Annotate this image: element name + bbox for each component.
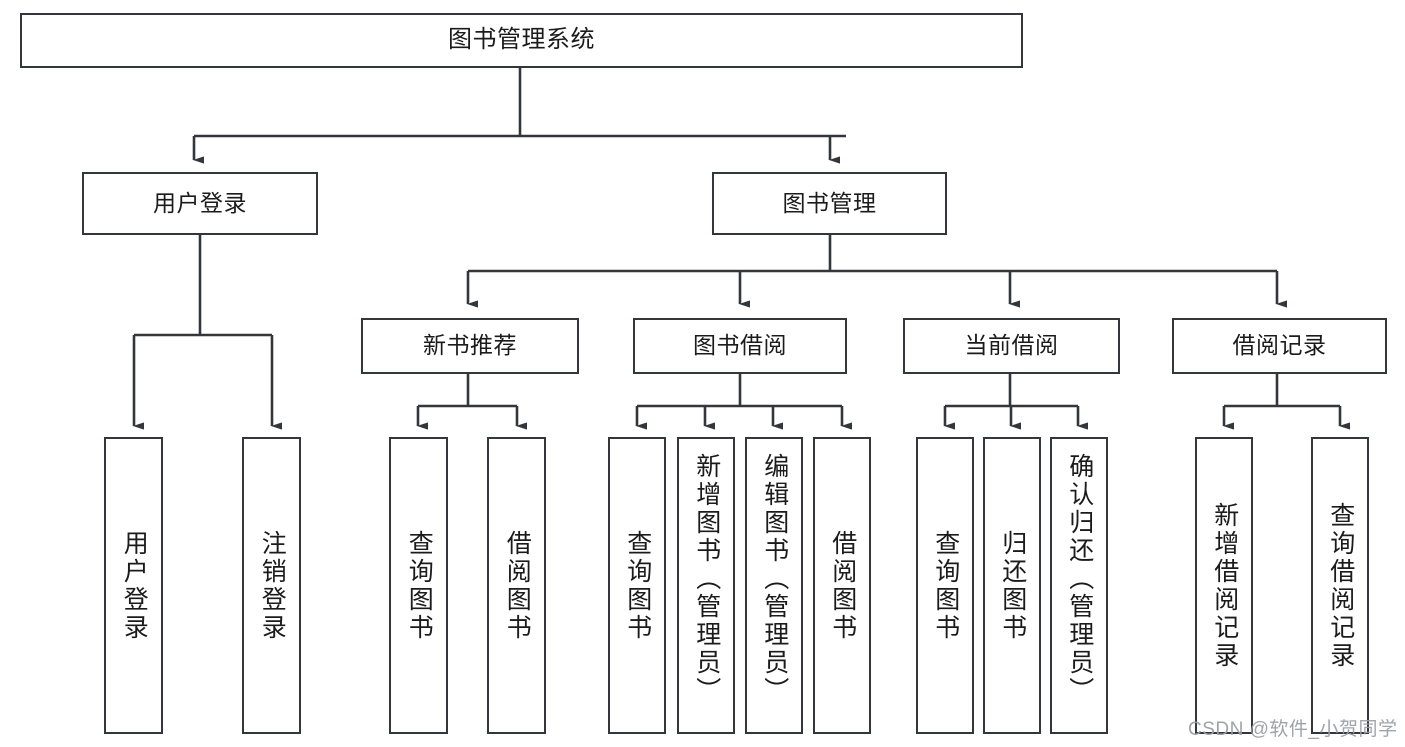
leaf-book-borrow-borrow-book[interactable]: 借阅图书 — [813, 437, 871, 734]
node-borrow-record[interactable]: 借阅记录 — [1172, 318, 1387, 374]
node-user-login[interactable]: 用户登录 — [82, 172, 318, 235]
node-book-management[interactable]: 图书管理 — [712, 172, 947, 235]
leaf-current-borrow-confirm-return-admin[interactable]: 确认归还（管理员） — [1050, 437, 1108, 734]
leaf-user-login-login[interactable]: 用户登录 — [104, 437, 163, 734]
leaf-book-borrow-edit-book-admin[interactable]: 编辑图书（管理员） — [745, 437, 803, 734]
node-new-book-recommendation[interactable]: 新书推荐 — [361, 318, 579, 374]
leaf-book-borrow-query-book[interactable]: 查询图书 — [608, 437, 666, 734]
node-book-borrow[interactable]: 图书借阅 — [633, 318, 847, 374]
node-current-borrow[interactable]: 当前借阅 — [903, 318, 1120, 374]
csdn-watermark: CSDN @软件_小贺同学 — [1188, 719, 1398, 740]
leaf-new-book-query-book[interactable]: 查询图书 — [389, 437, 448, 734]
leaf-new-book-borrow-book[interactable]: 借阅图书 — [487, 437, 546, 734]
leaf-borrow-record-add-record[interactable]: 新增借阅记录 — [1195, 437, 1253, 734]
leaf-current-borrow-query-book[interactable]: 查询图书 — [916, 437, 974, 734]
node-root-book-management-system[interactable]: 图书管理系统 — [20, 13, 1023, 68]
leaf-book-borrow-add-book-admin[interactable]: 新增图书（管理员） — [677, 437, 735, 734]
leaf-current-borrow-return-book[interactable]: 归还图书 — [983, 437, 1041, 734]
leaf-borrow-record-query-record[interactable]: 查询借阅记录 — [1311, 437, 1369, 734]
leaf-user-login-logout[interactable]: 注销登录 — [242, 437, 301, 734]
